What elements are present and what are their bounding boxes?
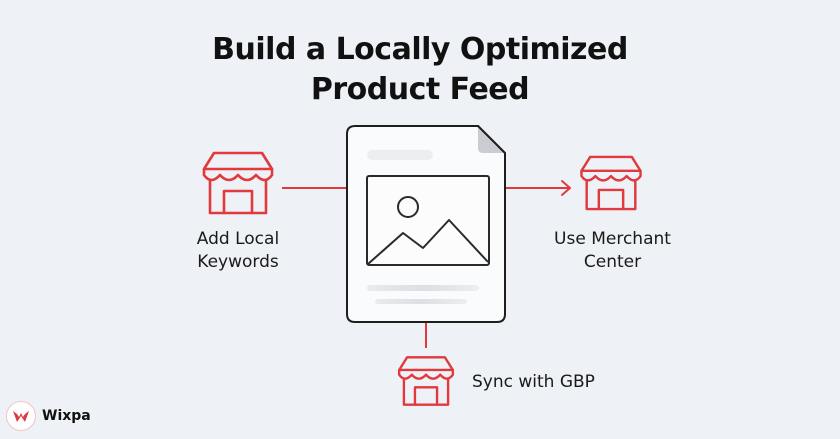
storefront-icon (397, 356, 455, 406)
node-sync-with-gbp (396, 352, 456, 415)
title-line-2: Product Feed (310, 72, 530, 107)
diagram-title: Build a Locally Optimized Product Feed (0, 30, 840, 110)
storefront-icon (202, 151, 274, 215)
node-label-use-merchant-center: Use Merchant Center (554, 229, 671, 272)
title-line-1: Build a Locally Optimized (212, 32, 628, 67)
image-icon (366, 175, 490, 266)
storefront-icon (580, 155, 642, 211)
product-feed-document-icon (346, 125, 506, 323)
node-add-local-keywords (200, 150, 276, 221)
brand-name: Wixpa (42, 408, 91, 424)
w-logo-icon (6, 401, 36, 431)
node-label-add-local-keywords: Add Local Keywords (196, 229, 280, 272)
brand: Wixpa (6, 400, 91, 432)
node-label-sync-with-gbp: Sync with GBP (472, 372, 595, 392)
node-use-merchant-center (578, 150, 644, 221)
